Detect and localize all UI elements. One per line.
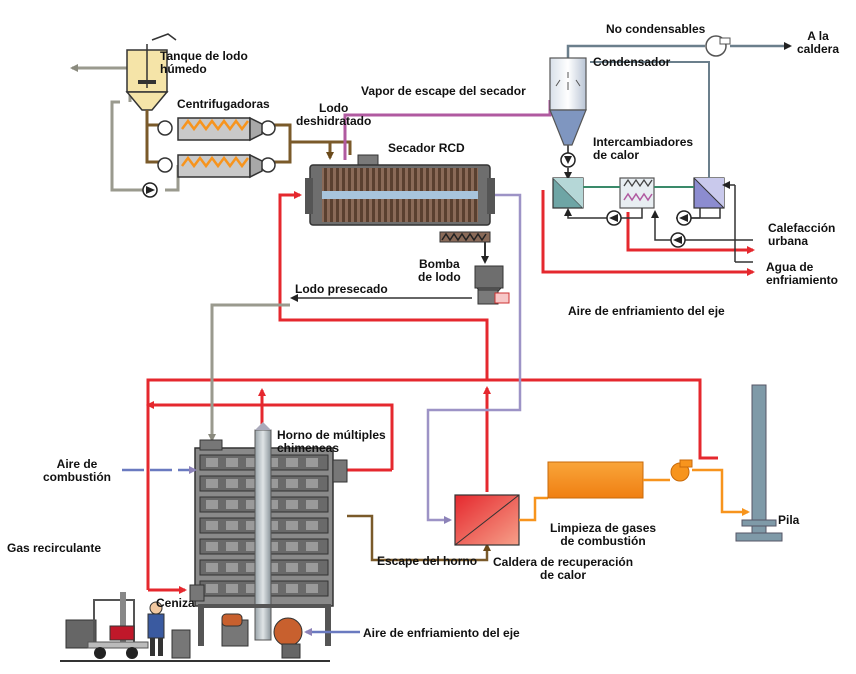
ash-bin [171,629,191,659]
label-a-la-caldera: A la caldera [797,29,840,56]
label-intercambiadores: Intercambiadores de calor [593,135,694,162]
lavender-line [426,193,522,524]
heat-recovery-boiler [454,494,548,546]
hearth-rabble-arm [266,458,278,467]
label-centrifugadoras: Centrifugadoras [177,97,270,111]
hearth-rabble-arm [306,563,318,572]
label-aire-combustion: Aire de combustión [43,457,111,484]
pump-icon [142,182,158,198]
label-agua: Agua de enfriamiento [766,260,839,287]
hearth-rabble-arm [206,584,218,593]
hearth-rabble-arm [206,563,218,572]
hearth-rabble-arm [246,584,258,593]
hearth-rabble-arm [286,563,298,572]
multiple-hearth-furnace [122,422,491,659]
label-aire-eje-bottom: Aire de enfriamiento del eje [363,626,520,640]
label-gas-recirculante: Gas recirculante [7,541,102,555]
wet-sludge-tank [125,33,177,111]
hearth-rabble-arm [206,521,218,530]
hearth-rabble-arm [226,542,238,551]
hearth-rabble-arm [266,479,278,488]
hearth-rabble-arm [206,500,218,509]
hearth-rabble-arm [206,479,218,488]
forklift-icon [65,592,149,659]
hearth-rabble-arm [246,563,258,572]
hearth-rabble-arm [226,563,238,572]
hearth-rabble-arm [306,479,318,488]
hearth-rabble-arm [286,542,298,551]
label-horno: Horno de múltiples chimeneas [277,428,386,455]
hearth-rabble-arm [286,521,298,530]
label-ceniza: Ceniza [156,596,195,610]
label-limpieza: Limpieza de gases de combustión [550,521,657,548]
hearth-rabble-arm [246,458,258,467]
heat-exchangers [552,61,753,263]
hearth-rabble-arm [226,500,238,509]
label-tanque: Tanque de lodo húmedo [160,49,248,76]
hearth-rabble-arm [226,479,238,488]
presecado-line [208,294,472,442]
hearth-rabble-arm [306,542,318,551]
label-condensador: Condensador [593,55,671,69]
condenser [549,35,792,180]
hearth-rabble-arm [246,542,258,551]
hearth-rabble-arm [246,500,258,509]
label-lodo-presecado: Lodo presecado [295,282,388,296]
hot-gas-lines [146,190,755,594]
hearth-rabble-arm [286,500,298,509]
hearth-rabble-arm [206,542,218,551]
label-bomba: Bomba de lodo [418,257,461,284]
label-escape-horno: Escape del horno [377,554,478,568]
hearth-rabble-arm [226,521,238,530]
hearth-rabble-arm [246,521,258,530]
hearth-rabble-arm [226,458,238,467]
hearth-rabble-arm [246,479,258,488]
hearth-rabble-arm [226,584,238,593]
hearth-rabble-arm [266,521,278,530]
hearth-rabble-arm [266,542,278,551]
label-no-condensables: No condensables [606,22,706,36]
label-pila: Pila [778,513,800,527]
stack [735,384,783,542]
label-aire-eje-top: Aire de enfriamiento del eje [568,304,725,318]
label-lodo-deshidratado: Lodo deshidratado [296,101,372,128]
label-calefaccion: Calefacción urbana [768,221,836,248]
hearth-rabble-arm [286,584,298,593]
hearth-rabble-arm [266,500,278,509]
hearth-rabble-arm [266,584,278,593]
hearth-rabble-arm [306,500,318,509]
label-vapor-escape: Vapor de escape del secador [361,84,526,98]
centrifuge-section [70,33,352,198]
hearth-rabble-arm [306,521,318,530]
hearth-rabble-arm [306,458,318,467]
hearth-rabble-arm [286,479,298,488]
label-secador: Secador RCD [388,141,465,155]
hearth-rabble-arm [286,458,298,467]
hearth-rabble-arm [306,584,318,593]
gas-cleaning [547,459,750,516]
hearth-rabble-arm [206,458,218,467]
label-caldera-recuperacion: Caldera de recuperación de calor [493,555,634,582]
worker-icon [147,601,165,656]
hearth-rabble-arm [266,563,278,572]
centrifuge-motor-icon [157,120,276,173]
centrifuge-icon [177,116,263,179]
